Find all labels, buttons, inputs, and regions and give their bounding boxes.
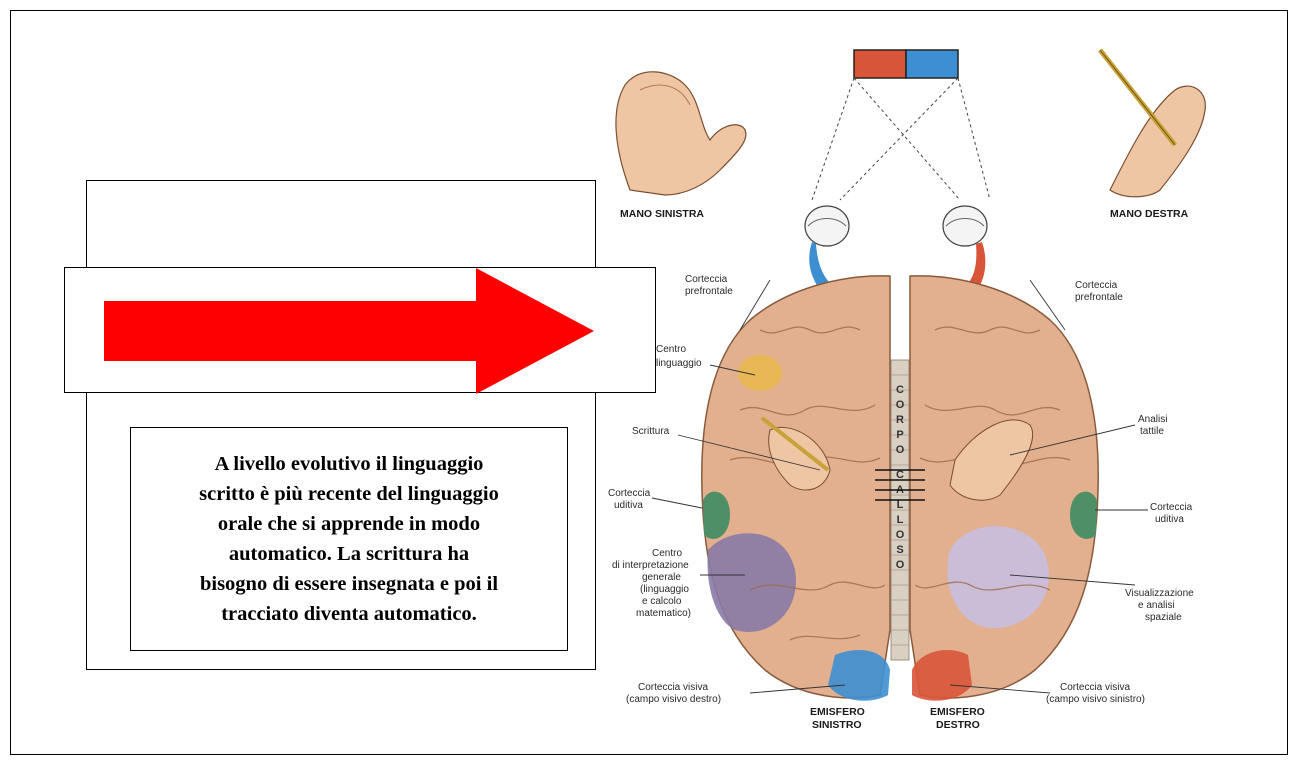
text-line: orale che si apprende in modo: [218, 513, 480, 535]
text-line: A livello evolutivo il linguaggio: [215, 453, 484, 475]
label-auditory-right: Corteccia uditiva: [1150, 502, 1195, 525]
label-tactile: Analisi tattile: [1138, 414, 1170, 437]
left-hand-icon: [616, 72, 746, 195]
label-hemisphere-left: EMISFERO SINISTRO: [810, 706, 868, 731]
right-hemisphere: [910, 276, 1098, 701]
corpus-letter: C: [896, 384, 904, 396]
label-hemisphere-right: EMISFERO DESTRO: [930, 706, 988, 731]
right-arrow-icon: [104, 268, 594, 394]
corpus-letter: O: [896, 529, 905, 541]
label-prefrontal-left: Corteccia prefrontale: [685, 274, 733, 297]
hand-right-label: MANO DESTRA: [1110, 208, 1189, 220]
corpus-letter: P: [896, 429, 903, 441]
brain-hemispheres-figure: MANO SINISTRA MANO DESTRA: [590, 30, 1250, 750]
corpus-letter: R: [896, 414, 904, 426]
label-interpretation: Centro di interpretazione generale (ling…: [612, 548, 692, 619]
corpus-letter: L: [897, 514, 904, 526]
explanation-text-box: A livello evolutivo il linguaggio scritt…: [130, 427, 568, 651]
corpus-letter: S: [896, 544, 903, 556]
corpus-letter: O: [896, 399, 905, 411]
optic-projection-lines: [812, 78, 990, 200]
text-line: automatico. La scrittura ha: [229, 543, 469, 565]
label-language-center: Centro linguaggio: [656, 344, 702, 369]
visual-field-red: [854, 50, 906, 78]
label-visual-left: Corteccia visiva (campo visivo destro): [626, 682, 721, 705]
label-visualization: Visualizzazione e analisi spaziale: [1125, 588, 1197, 623]
right-hand-icon: [1100, 50, 1205, 197]
left-hemisphere: [702, 276, 890, 701]
label-visual-right: Corteccia visiva (campo visivo sinistro): [1046, 682, 1145, 705]
corpus-letter: O: [896, 559, 905, 571]
text-line: scritto è più recente del linguaggio: [199, 483, 499, 505]
text-line: bisogno di essere insegnata e poi il: [200, 573, 498, 595]
visual-cortex-left: [828, 650, 890, 701]
explanation-text: A livello evolutivo il linguaggio scritt…: [199, 449, 499, 629]
corpus-letter: O: [896, 444, 905, 456]
text-line: tracciato diventa automatico.: [221, 603, 477, 625]
label-prefrontal-right: Corteccia prefrontale: [1075, 280, 1123, 303]
hand-left-label: MANO SINISTRA: [620, 208, 704, 220]
label-auditory-left: Corteccia uditiva: [608, 488, 653, 511]
visual-field-blue: [906, 50, 958, 78]
label-writing: Scrittura: [632, 426, 670, 437]
